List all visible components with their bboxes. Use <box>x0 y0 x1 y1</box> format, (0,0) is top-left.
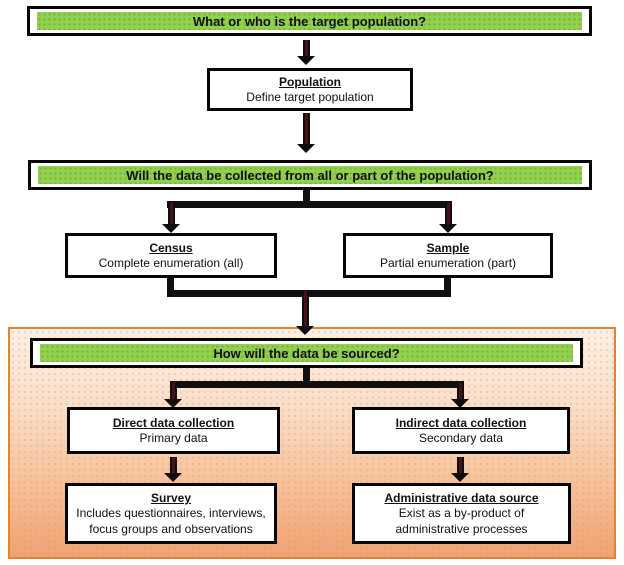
banner-all-or-part: Will the data be collected from all or p… <box>28 160 592 190</box>
arrow-down-icon <box>297 40 315 65</box>
arrow-head-icon <box>164 473 182 482</box>
banner-how-sourced-text: How will the data be sourced? <box>213 345 400 361</box>
arrow-down-icon <box>162 203 180 233</box>
banner-green-fill: How will the data be sourced? <box>40 344 573 362</box>
arrow-head-icon <box>439 224 457 233</box>
node-direct-title: Direct data collection <box>112 415 235 430</box>
arrow-head-icon <box>296 326 314 335</box>
node-survey-desc: Includes questionnaires, interviews, foc… <box>76 506 266 536</box>
arrow-down-icon <box>297 113 315 153</box>
node-sample: Sample Partial enumeration (part) <box>343 233 553 278</box>
node-survey-title: Survey <box>150 490 192 505</box>
banner-green-fill: What or who is the target population? <box>37 12 582 30</box>
connector-line <box>303 190 310 208</box>
connector-line <box>444 278 451 297</box>
node-admin-source: Administrative data source Exist as a by… <box>352 483 571 544</box>
node-admin-desc: Exist as a by-product of administrative … <box>395 506 528 536</box>
node-census-desc: Complete enumeration (all) <box>98 255 244 270</box>
node-admin-title: Administrative data source <box>384 490 539 505</box>
node-direct-collection: Direct data collection Primary data <box>67 407 280 454</box>
banner-green-fill: Will the data be collected from all or p… <box>38 166 582 184</box>
arrow-down-icon <box>164 457 182 482</box>
arrow-stem <box>302 40 310 56</box>
arrow-down-icon <box>439 203 457 233</box>
arrow-stem <box>167 203 175 224</box>
arrow-down-icon <box>451 457 469 482</box>
arrow-head-icon <box>451 473 469 482</box>
node-indirect-desc: Secondary data <box>418 430 504 445</box>
node-sample-desc: Partial enumeration (part) <box>379 255 517 270</box>
node-population: Population Define target population <box>207 68 413 111</box>
connector-line <box>303 368 310 387</box>
connector-line <box>167 290 451 297</box>
banner-all-or-part-text: Will the data be collected from all or p… <box>126 167 494 183</box>
banner-target-population: What or who is the target population? <box>27 6 592 36</box>
banner-target-population-text: What or who is the target population? <box>192 13 427 29</box>
arrow-stem <box>169 457 177 473</box>
arrow-stem <box>456 457 464 473</box>
arrow-stem <box>302 113 310 144</box>
arrow-head-icon <box>297 56 315 65</box>
node-indirect-collection: Indirect data collection Secondary data <box>352 407 570 454</box>
arrow-head-icon <box>162 224 180 233</box>
node-population-desc: Define target population <box>246 89 374 104</box>
connector-line <box>170 381 464 388</box>
arrow-stem <box>456 383 464 399</box>
banner-how-sourced: How will the data be sourced? <box>30 338 583 368</box>
arrow-down-icon <box>296 290 314 335</box>
connector-line <box>167 278 174 297</box>
arrow-down-icon <box>164 383 182 408</box>
arrow-stem <box>169 383 177 399</box>
arrow-down-icon <box>451 383 469 408</box>
node-indirect-title: Indirect data collection <box>395 415 527 430</box>
node-population-title: Population <box>279 74 341 89</box>
connector-line <box>167 201 452 208</box>
node-direct-desc: Primary data <box>139 430 208 445</box>
node-survey: Survey Includes questionnaires, intervie… <box>65 483 277 544</box>
node-census: Census Complete enumeration (all) <box>65 233 277 278</box>
arrow-stem <box>444 203 452 224</box>
arrow-head-icon <box>451 399 469 408</box>
node-census-title: Census <box>149 240 193 255</box>
arrow-head-icon <box>297 144 315 153</box>
node-sample-title: Sample <box>426 240 470 255</box>
arrow-head-icon <box>164 399 182 408</box>
arrow-stem <box>301 290 309 326</box>
